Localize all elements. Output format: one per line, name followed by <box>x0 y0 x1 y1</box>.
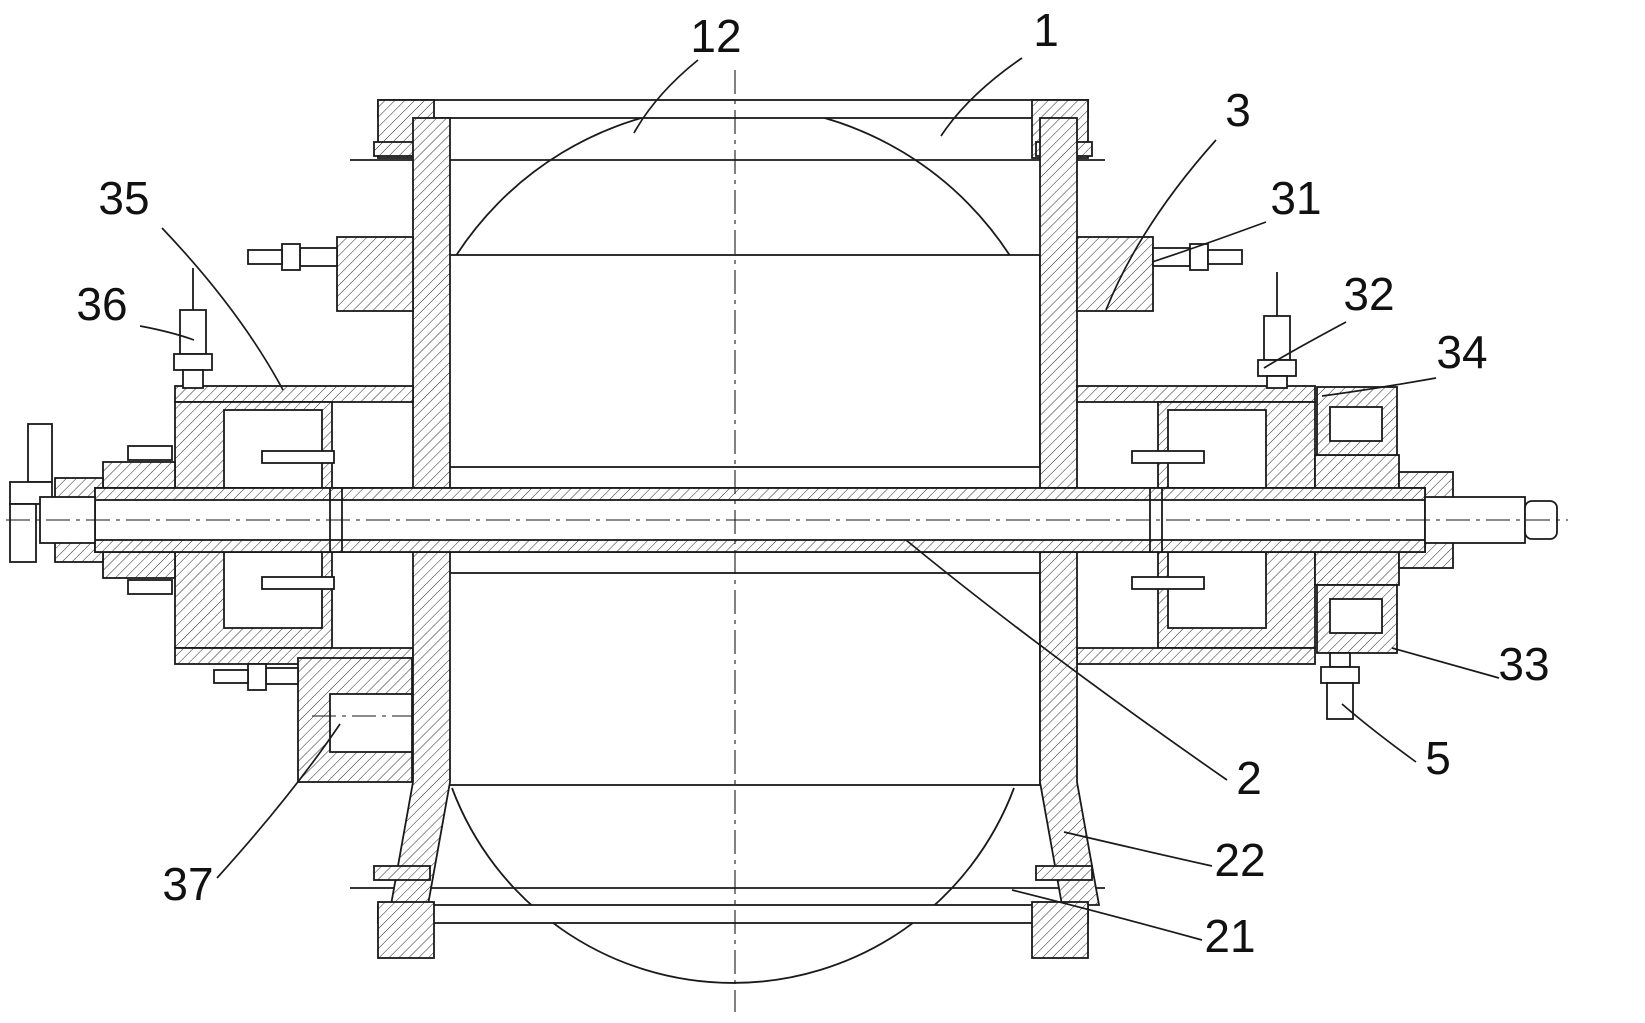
elbow-drop <box>9 503 37 563</box>
right-bearing-housing <box>1076 385 1316 665</box>
fitting-36-collar <box>173 353 213 371</box>
callout-3-leader <box>1105 139 1217 311</box>
callout-2-leader <box>905 539 1228 781</box>
callout-2-label: 2 <box>1236 752 1262 804</box>
upper-wall-left <box>412 117 451 491</box>
right-housing-bottom-plate <box>1076 647 1316 665</box>
callout-32-leader <box>1263 321 1347 369</box>
left-housing-top-plate <box>174 385 414 403</box>
callout-35-leader <box>161 227 284 391</box>
upper-boss-left <box>336 236 414 312</box>
shaft-wall-top <box>94 487 1426 501</box>
callout-34-leader <box>1321 377 1437 397</box>
left-housing-upper-cavity <box>223 409 323 489</box>
ball-bottom-arc <box>451 787 1015 984</box>
fitting-left-tip <box>247 249 283 265</box>
callout-22-leader <box>1063 831 1213 867</box>
top-plate <box>377 99 1089 119</box>
callout-37-label: 37 <box>162 858 213 910</box>
left-elbow-fitting <box>9 423 53 563</box>
right-stud-upper <box>1131 450 1205 464</box>
callout-33-label: 33 <box>1498 638 1549 690</box>
fitting-5-body <box>1326 682 1354 720</box>
lower-wall-right <box>1039 549 1101 906</box>
centerlines <box>6 70 1568 1012</box>
bottom-plate-tab-right <box>1031 901 1089 959</box>
upper-boss-right <box>1076 236 1154 312</box>
fitting-left-nut <box>281 243 301 271</box>
callout-31-leader <box>1151 221 1267 263</box>
left-housing-lower-cavity <box>223 551 323 629</box>
callout-37-leader <box>216 723 341 879</box>
right-stud-lower <box>1131 576 1205 590</box>
callout-36-leader <box>139 325 195 341</box>
elbow-vertical <box>27 423 53 483</box>
fitting-32-collar <box>1257 359 1297 377</box>
left-cap-bolt-upper <box>127 445 173 461</box>
rotor-upper-face <box>424 254 1041 468</box>
callout-labels: 12 1 3 31 32 34 35 36 33 5 2 22 21 37 <box>76 4 1549 962</box>
callout-21-leader <box>1011 889 1203 941</box>
block-37-window <box>329 693 413 753</box>
shaft-wall-bottom <box>94 539 1426 553</box>
callout-1-label: 1 <box>1033 4 1059 56</box>
bottom-bolt-right <box>1035 865 1093 881</box>
left-stud-upper <box>261 450 335 464</box>
fitting-5-collar <box>1320 666 1360 684</box>
callout-36-label: 36 <box>76 278 127 330</box>
rotor-lower-face <box>424 572 1041 786</box>
bottom-plate-tab-left <box>377 901 435 959</box>
callout-21-label: 21 <box>1204 910 1255 962</box>
fitting-36 <box>173 268 213 389</box>
callout-33-leader <box>1391 647 1500 679</box>
bottom-plate <box>377 904 1089 924</box>
block-37-assembly <box>213 657 448 783</box>
left-stud-lower <box>261 576 335 590</box>
callout-31-label: 31 <box>1270 172 1321 224</box>
callout-5-leader <box>1341 703 1417 763</box>
bottom-bolt-left <box>373 865 431 881</box>
fitting-37-tip <box>213 669 249 684</box>
rotor <box>424 254 1041 786</box>
callout-22-label: 22 <box>1214 834 1265 886</box>
flange-lines <box>350 159 1105 889</box>
fitting-right-tip <box>1207 249 1243 265</box>
fitting-37-nut <box>247 663 267 691</box>
upper-wall-right <box>1039 117 1078 491</box>
right-housing-upper-cavity <box>1167 409 1267 489</box>
fitting-36-body <box>179 309 207 355</box>
callout-12-leader <box>633 59 699 134</box>
callout-34-label: 34 <box>1436 326 1487 378</box>
seal-block-lower-window <box>1329 598 1383 634</box>
fitting-37-neck <box>265 667 299 685</box>
fitting-left-neck <box>299 247 338 267</box>
fitting-36-base <box>182 369 204 389</box>
leader-lines <box>139 57 1500 941</box>
callout-3-label: 3 <box>1225 84 1251 136</box>
fitting-5-base <box>1329 652 1351 668</box>
callout-1-leader <box>940 57 1023 137</box>
fitting-5 <box>1320 652 1360 720</box>
fitting-32-base <box>1266 375 1288 389</box>
fitting-32 <box>1257 272 1297 389</box>
callout-35-label: 35 <box>98 172 149 224</box>
callout-32-label: 32 <box>1343 268 1394 320</box>
callout-12-label: 12 <box>690 10 741 62</box>
left-cap-bolt-lower <box>127 579 173 595</box>
right-housing-lower-cavity <box>1167 551 1267 629</box>
fitting-32-body <box>1263 315 1291 361</box>
seal-block-upper-window <box>1329 406 1383 442</box>
lower-casing <box>373 549 1101 959</box>
ball-top-arc <box>451 104 1015 263</box>
callout-5-label: 5 <box>1425 732 1451 784</box>
